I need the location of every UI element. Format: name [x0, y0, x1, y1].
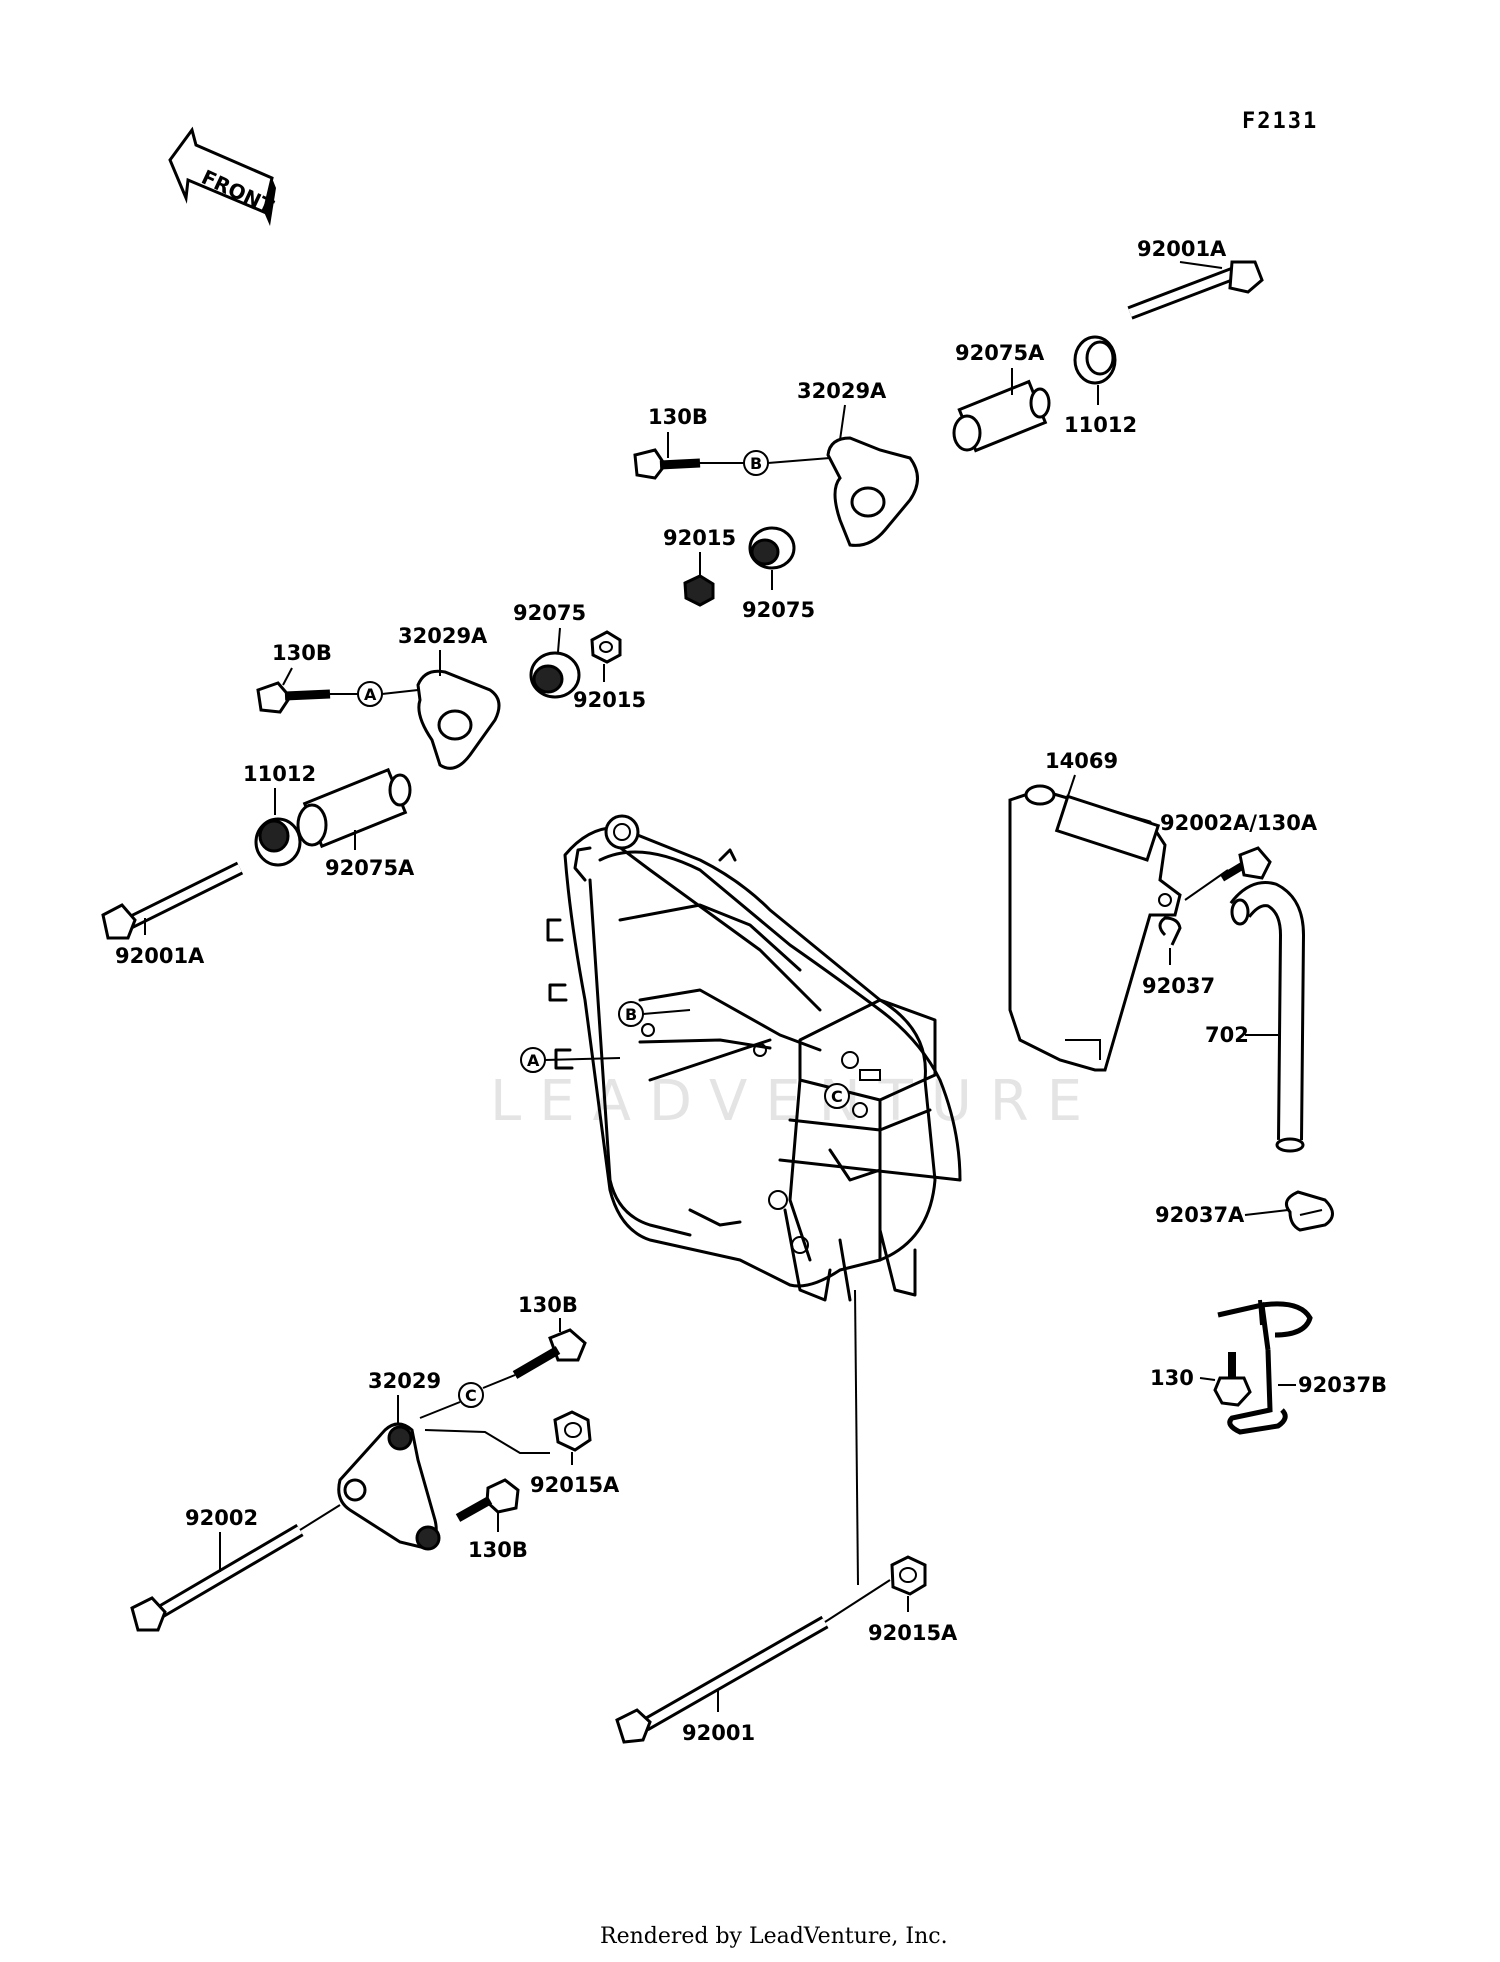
bolt-92001 — [615, 1579, 891, 1744]
bolt-130 — [1213, 1352, 1252, 1407]
label-130: 130 — [1150, 1366, 1194, 1390]
label-92037: 92037 — [1142, 974, 1215, 998]
label-92002: 92002 — [185, 1506, 258, 1530]
marker-c-frame: C — [831, 1087, 843, 1106]
nut-92015-top — [683, 574, 715, 607]
label-32029a-top: 32029A — [797, 379, 887, 403]
marker-b-top: B — [750, 454, 762, 473]
clamp-92037a — [1284, 1190, 1334, 1232]
bolt-92002 — [130, 1504, 341, 1632]
bolt-130b-mid — [256, 681, 331, 714]
bolt-130b-low — [512, 1328, 587, 1379]
label-92015a-bottom: 92015A — [868, 1621, 958, 1645]
label-130b-top: 130B — [648, 405, 708, 429]
bolt-92001a-top — [1127, 260, 1264, 320]
label-92037b: 92037B — [1298, 1373, 1387, 1397]
hose-702 — [1229, 881, 1306, 1153]
bracket-92037b — [1217, 1299, 1313, 1435]
watermark: LEADVENTURE — [490, 1069, 1100, 1134]
nut-92015-mid — [590, 630, 622, 664]
label-11012-top: 11012 — [1064, 413, 1137, 437]
label-92001a-left: 92001A — [115, 944, 205, 968]
label-14069: 14069 — [1045, 749, 1118, 773]
sleeve-92075a-top — [952, 379, 1051, 453]
label-92001a-top: 92001A — [1137, 237, 1227, 261]
label-92015-mid: 92015 — [573, 688, 646, 712]
label-11012-mid: 11012 — [243, 762, 316, 786]
bolt-130b-low2 — [455, 1478, 520, 1522]
sleeve-92075a-mid — [296, 767, 412, 849]
bolt-92001a-left — [101, 861, 244, 940]
marker-c-low: C — [465, 1386, 477, 1405]
bushing-92075-mid — [529, 651, 581, 699]
label-92037a: 92037A — [1155, 1203, 1245, 1227]
label-92075-top: 92075 — [742, 598, 815, 622]
front-arrow-icon: FRONT — [168, 126, 278, 226]
label-92001: 92001 — [682, 1721, 755, 1745]
label-92002a-130a: 92002A/130A — [1160, 811, 1318, 835]
label-92015a-low: 92015A — [530, 1473, 620, 1497]
label-92075a-top: 92075A — [955, 341, 1045, 365]
label-32029a-mid: 32029A — [398, 624, 488, 648]
label-32029: 32029 — [368, 1369, 441, 1393]
figure-id: F2131 — [1242, 109, 1318, 134]
marker-b-frame: B — [625, 1005, 637, 1024]
collar-11012-top — [1073, 335, 1117, 385]
label-702: 702 — [1205, 1023, 1249, 1047]
label-130b-mid: 130B — [272, 641, 332, 665]
motorcycle-frame — [546, 814, 962, 1302]
collar-11012-mid — [254, 817, 302, 867]
nut-92015a-low — [553, 1410, 592, 1452]
marker-a-mid: A — [364, 685, 377, 704]
bolt-130b-top — [633, 448, 701, 480]
bolt-92002a-130a — [1219, 846, 1272, 882]
label-92015-top: 92015 — [663, 526, 736, 550]
footer-credit: Rendered by LeadVenture, Inc. — [600, 1924, 948, 1949]
bracket-32029 — [337, 1422, 441, 1551]
bracket-32029a-mid — [416, 669, 501, 770]
nut-92015a-bottom — [890, 1555, 927, 1596]
reservoir-14069 — [1008, 784, 1182, 1072]
label-130b-low2: 130B — [468, 1538, 528, 1562]
label-92075-mid: 92075 — [513, 601, 586, 625]
bracket-32029a-top — [826, 436, 919, 547]
label-130b-low: 130B — [518, 1293, 578, 1317]
clip-92037 — [1158, 916, 1182, 946]
bushing-92075-top — [748, 526, 796, 570]
label-92075a-mid: 92075A — [325, 856, 415, 880]
marker-a-frame: A — [527, 1051, 540, 1070]
